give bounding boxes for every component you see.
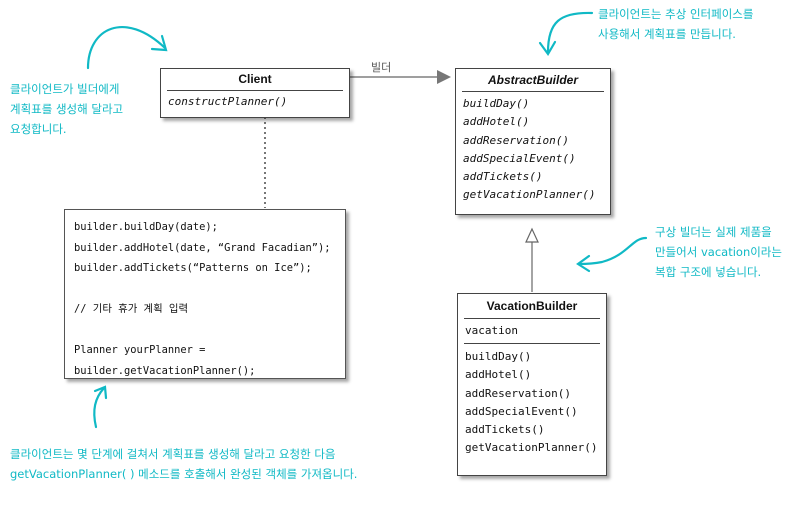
class-divider xyxy=(167,90,343,91)
code-line xyxy=(65,279,345,300)
note-bottom: 클라이언트는 몇 단계에 걸쳐서 계획표를 생성해 달라고 요청한 다음 get… xyxy=(10,447,358,481)
note-arrow-top-left xyxy=(86,26,167,70)
abstract-builder-class[interactable]: AbstractBuilder buildDay() addHotel() ad… xyxy=(455,68,611,215)
concrete-method: addTickets() xyxy=(465,423,545,437)
abstract-method: addHotel() xyxy=(463,115,530,129)
abstract-method: addReservation() xyxy=(463,133,569,147)
note-top-left: 클라이언트가 빌더에게 계획표를 생성해 달라고 요청합니다. xyxy=(10,82,124,136)
code-line xyxy=(65,320,345,341)
note-arrow-middle-right xyxy=(577,236,648,266)
code-line: builder.buildDay(date); xyxy=(74,221,218,233)
code-line: builder.addTickets(“Patterns on Ice”); xyxy=(74,262,312,274)
relation-label: 빌더 xyxy=(371,61,392,74)
concrete-method: buildDay() xyxy=(465,350,532,363)
abstract-method: getVacationPlanner() xyxy=(463,188,596,202)
abstract-method: addSpecialEvent() xyxy=(463,151,576,165)
vacation-builder-field: vacation xyxy=(465,324,518,337)
client-method: constructPlanner() xyxy=(168,95,288,108)
client-class[interactable]: Client constructPlanner() xyxy=(160,68,350,118)
concrete-method: addReservation() xyxy=(465,386,571,400)
note-arrow-bottom xyxy=(93,386,106,429)
code-line: // 기타 휴가 계획 입력 xyxy=(74,303,189,315)
vacation-builder-class[interactable]: VacationBuilder vacation buildDay() addH… xyxy=(457,293,607,476)
abstract-builder-methods: buildDay() addHotel() addReservation() a… xyxy=(456,92,610,205)
code-line: Planner yourPlanner = xyxy=(74,344,206,356)
code-lines: builder.buildDay(date); builder.addHotel… xyxy=(65,210,345,381)
note-arrow-top-right xyxy=(546,11,594,54)
abstract-method: buildDay() xyxy=(463,97,530,110)
class-divider xyxy=(464,343,600,344)
code-note: builder.buildDay(date); builder.addHotel… xyxy=(64,209,346,379)
concrete-method: addSpecialEvent() xyxy=(465,404,578,418)
concrete-method: addHotel() xyxy=(465,368,532,382)
client-class-name: Client xyxy=(238,72,272,86)
vacation-builder-methods: buildDay() addHotel() addReservation() a… xyxy=(458,344,606,458)
class-divider xyxy=(462,91,604,92)
code-line: builder.getVacationPlanner(); xyxy=(74,364,256,377)
note-top-right: 클라이언트는 추상 인터페이스를 사용해서 계획표를 만듭니다. xyxy=(598,7,754,41)
vacation-builder-class-name: VacationBuilder xyxy=(486,299,578,313)
abstract-method: addTickets() xyxy=(463,170,543,184)
association-arrowhead xyxy=(437,70,451,84)
generalization-triangle xyxy=(525,227,539,243)
concrete-method: getVacationPlanner() xyxy=(465,441,598,455)
code-line: builder.addHotel(date, “Grand Facadian”)… xyxy=(74,241,331,254)
note-middle-right: 구상 빌더는 실제 제품을 만들어서 vacation이라는 복합 구조에 넣습… xyxy=(655,225,782,279)
abstract-builder-class-name: AbstractBuilder xyxy=(487,73,579,87)
class-divider xyxy=(464,318,600,319)
